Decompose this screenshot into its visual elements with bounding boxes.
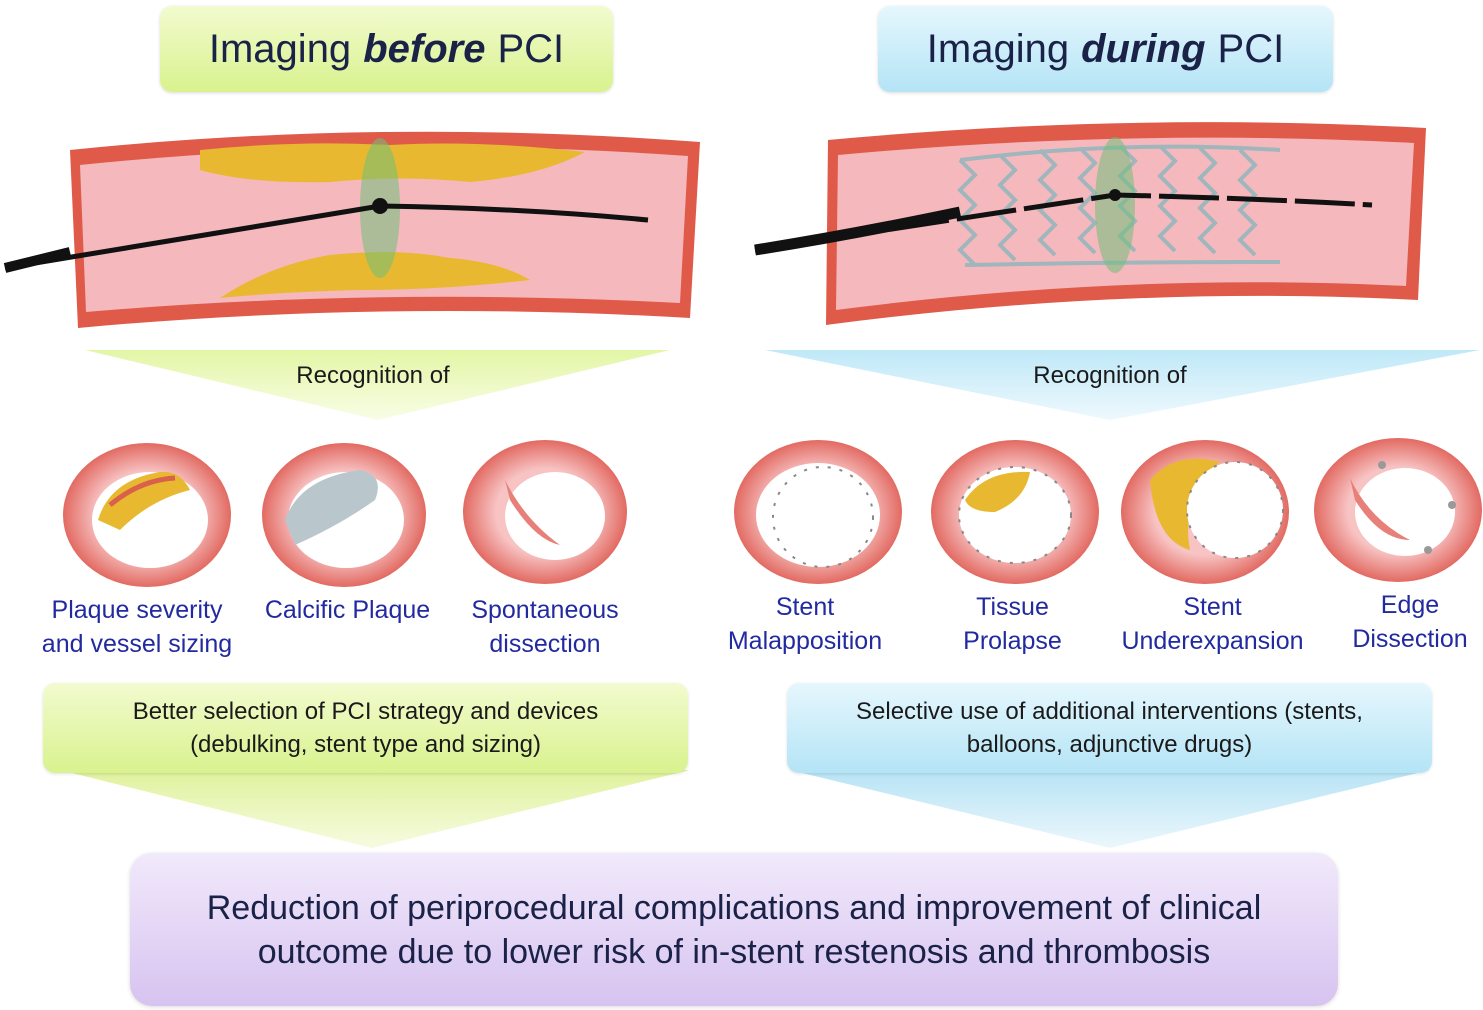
cross-section-prolapse (931, 440, 1099, 584)
caption-edge-dissection: Edge Dissection (1352, 591, 1468, 653)
title-during-pre: Imaging (926, 26, 1070, 71)
cross-section-calcific (262, 443, 426, 587)
cross-section-dissection (463, 440, 627, 584)
recognition-triangle-left (85, 350, 670, 420)
recognition-label-right: Recognition of (1033, 362, 1187, 389)
caption-tissue-prolapse: Tissue Prolapse (963, 593, 1062, 655)
caption-stent-underexpansion: Stent Underexpansion (1121, 593, 1304, 655)
cross-section-underexpansion (1121, 440, 1289, 584)
action-box-left: Better selection of PCI strategy and dev… (43, 683, 688, 773)
outcome-box: Reduction of periprocedural complication… (130, 853, 1338, 1006)
title-during-emph: during (1081, 26, 1206, 71)
cross-section-plaque (63, 443, 231, 587)
title-before-emph: before (363, 26, 486, 71)
funnel-right (790, 770, 1430, 848)
cross-section-malapposition (734, 440, 902, 584)
recognition-triangle-right (765, 350, 1480, 420)
title-before-pre: Imaging (208, 26, 352, 71)
title-during-post: PCI (1217, 26, 1285, 71)
catheter (4, 203, 649, 271)
action-box-right: Selective use of additional intervention… (787, 683, 1432, 773)
funnel-left (60, 770, 690, 848)
caption-plaque-severity: Plaque severity and vessel sizing (41, 596, 233, 658)
title-before-post: PCI (497, 26, 565, 71)
title-before-pci: Imaging before PCI (160, 6, 613, 92)
caption-calcific-plaque: Calcific Plaque (264, 596, 431, 624)
vessel-before-pci (3, 131, 700, 328)
caption-stent-malapposition: Stent Malapposition (727, 593, 883, 655)
caption-spontaneous-dissection: Spontaneous dissection (471, 596, 619, 658)
title-during-pci: Imaging during PCI (878, 6, 1333, 92)
vessel-during-pci (754, 122, 1426, 325)
cross-section-edge-dissection (1314, 438, 1482, 582)
recognition-label-left: Recognition of (296, 362, 450, 389)
